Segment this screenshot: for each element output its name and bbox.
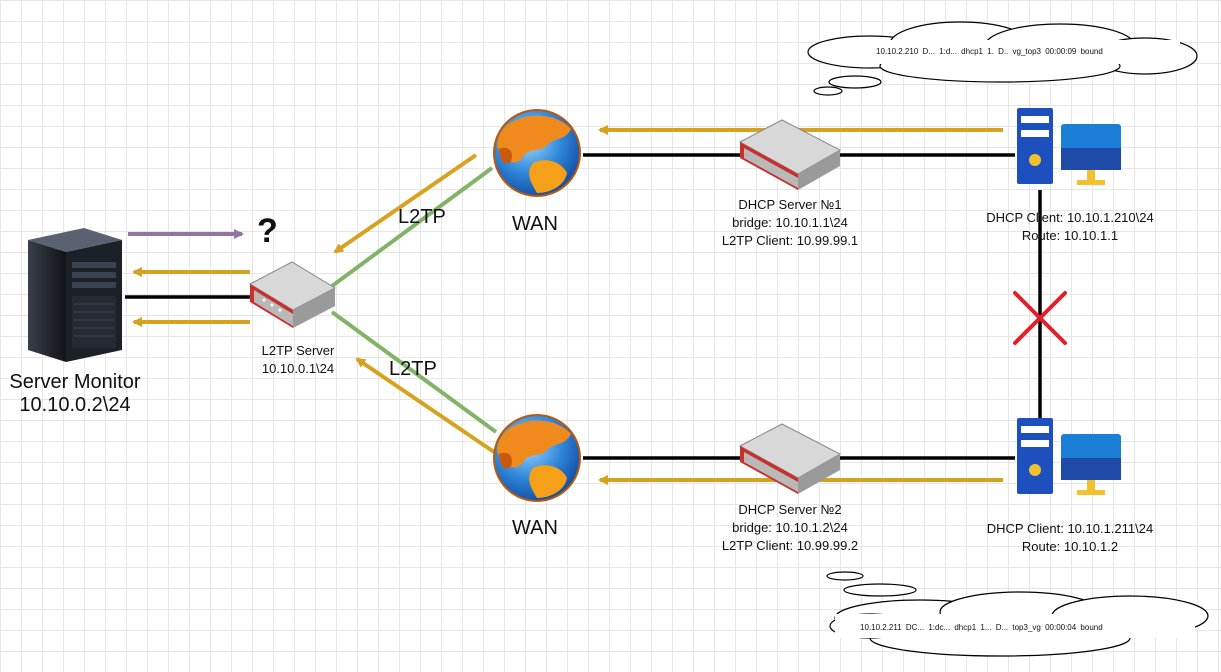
lease-row-bottom: 10.10.2.211 DC... 1:dc... dhcp1 1... D..…: [860, 623, 1103, 632]
dhcp-client-2-ip: DHCP Client: 10.10.1.211\24: [986, 521, 1154, 536]
cables: [125, 153, 1042, 460]
server-monitor-ip: 10.10.0.2\24: [19, 394, 131, 416]
arrow-wan1-to-l2tp: [333, 153, 478, 254]
dhcp-client-2-route: Route: 10.10.1.2: [1021, 539, 1119, 554]
server-monitor-name: Server Monitor: [9, 371, 141, 393]
l2tp-server-name: L2TP Server: [261, 343, 335, 358]
dhcp-server-1-l2tp-client: L2TP Client: 10.99.99.1: [721, 233, 859, 248]
router-icon[interactable]: [248, 261, 337, 328]
tunnel-line-bottom: [330, 310, 498, 434]
dhcp-server-1-label: DHCP Server №1 bridge: 10.10.1.1\24 L2TP…: [700, 196, 880, 250]
globe-icon[interactable]: [493, 414, 581, 502]
lease-row-top: 10.10.2.210 D... 1:d... dhcp1 1. D.. vg_…: [876, 47, 1103, 56]
l2tp-server-ip: 10.10.0.1\24: [261, 361, 335, 376]
l2tp-server-label: L2TP Server 10.10.0.1\24: [238, 342, 358, 378]
server-monitor-label: Server Monitor 10.10.0.2\24: [0, 371, 150, 417]
arrow-wan2-to-l2tp: [355, 357, 496, 454]
dhcp-server-2-name: DHCP Server №2: [738, 502, 842, 517]
tunnel-label-bottom: L2TP: [389, 358, 437, 380]
dhcp-server-2-l2tp-client: L2TP Client: 10.99.99.2: [721, 538, 859, 553]
dhcp-server-1-bridge: bridge: 10.10.1.1\24: [732, 215, 848, 230]
dhcp-client-1-ip: DHCP Client: 10.10.1.210\24: [986, 210, 1154, 225]
router-icon[interactable]: [738, 423, 842, 494]
tunnel-line-top: [330, 166, 494, 288]
dhcp-server-1-name: DHCP Server №1: [738, 197, 842, 212]
dhcp-server-2-label: DHCP Server №2 bridge: 10.10.1.2\24 L2TP…: [700, 501, 880, 555]
unknown-marker: ?: [257, 212, 278, 250]
wan-label-top: WAN: [512, 213, 558, 235]
globe-icon[interactable]: [493, 109, 581, 197]
dhcp-client-1-label: DHCP Client: 10.10.1.210\24 Route: 10.10…: [960, 209, 1180, 245]
server-tower-icon[interactable]: [28, 228, 122, 362]
router-icon[interactable]: [738, 119, 842, 190]
dhcp-server-2-bridge: bridge: 10.10.1.2\24: [732, 520, 848, 535]
dhcp-client-2-label: DHCP Client: 10.10.1.211\24 Route: 10.10…: [960, 520, 1180, 556]
dhcp-client-1-route: Route: 10.10.1.1: [1021, 228, 1119, 243]
workstation-icon[interactable]: [1017, 418, 1121, 495]
wan-label-bottom: WAN: [512, 517, 558, 539]
tunnel-lines: [330, 166, 498, 434]
tunnel-label-top: L2TP: [398, 206, 446, 228]
red-x-icon: [1013, 291, 1067, 345]
workstation-icon[interactable]: [1017, 108, 1121, 185]
